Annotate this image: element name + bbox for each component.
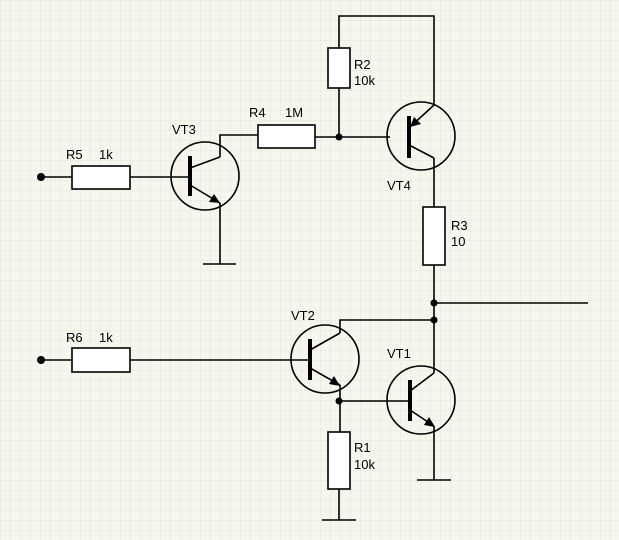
transistor-vt2	[290, 324, 360, 394]
r2-value-label: 10k	[354, 73, 375, 88]
r5-name-label: R5	[66, 147, 83, 162]
vt4-emitter-arrow	[410, 117, 421, 127]
wire-top-rail	[338, 15, 435, 105]
vt3-label: VT3	[172, 122, 196, 137]
junction-output	[430, 299, 438, 307]
r3-value-label: 10	[451, 234, 465, 249]
resistor-r6	[71, 347, 131, 373]
r4-name-label: R4	[249, 105, 266, 120]
resistor-r4	[257, 124, 316, 149]
component-labels: R2 10k R4 1M VT3 R5 1k VT4 R3 10 VT2 R6 …	[66, 57, 468, 472]
input-terminal-bottom[interactable]	[37, 356, 45, 364]
r3-name-label: R3	[451, 218, 468, 233]
vt3-emitter-arrow	[209, 194, 220, 203]
vt2-collector-lead	[309, 332, 341, 351]
ground-symbols	[203, 263, 451, 521]
transistor-vt1	[386, 365, 456, 435]
wire-vt3-collector	[219, 134, 258, 157]
r4-value-label: 1M	[285, 105, 303, 120]
input-terminal-top[interactable]	[37, 173, 45, 181]
junction-vt2-emitter	[335, 397, 343, 405]
resistor-r3	[422, 206, 446, 266]
junction-r2-r4	[335, 133, 343, 141]
vt4-body	[386, 101, 456, 171]
r5-value-label: 1k	[99, 147, 113, 162]
resistor-r5	[71, 165, 131, 190]
vt1-label: VT1	[387, 346, 411, 361]
transistor-vt4	[386, 101, 456, 171]
resistor-r2	[327, 47, 351, 89]
resistor-r1	[327, 431, 351, 490]
vt2-label: VT2	[291, 308, 315, 323]
resistors	[71, 47, 446, 490]
vt2-body	[290, 324, 360, 394]
junction-dots	[37, 133, 438, 405]
vt1-emitter-arrow	[424, 417, 435, 427]
junction-vt2-collector	[430, 316, 438, 324]
vt4-collector-lead	[408, 144, 435, 159]
r6-value-label: 1k	[99, 330, 113, 345]
r1-name-label: R1	[354, 440, 371, 455]
r6-name-label: R6	[66, 330, 83, 345]
vt2-emitter-arrow	[329, 376, 340, 386]
vt3-body	[170, 141, 240, 211]
vt3-collector-lead	[189, 156, 221, 169]
vt4-label: VT4	[387, 178, 411, 193]
vt1-body	[386, 365, 456, 435]
r1-value-label: 10k	[354, 457, 375, 472]
r2-name-label: R2	[354, 57, 371, 72]
vt1-collector-lead	[409, 372, 435, 392]
transistor-vt3	[170, 141, 240, 211]
